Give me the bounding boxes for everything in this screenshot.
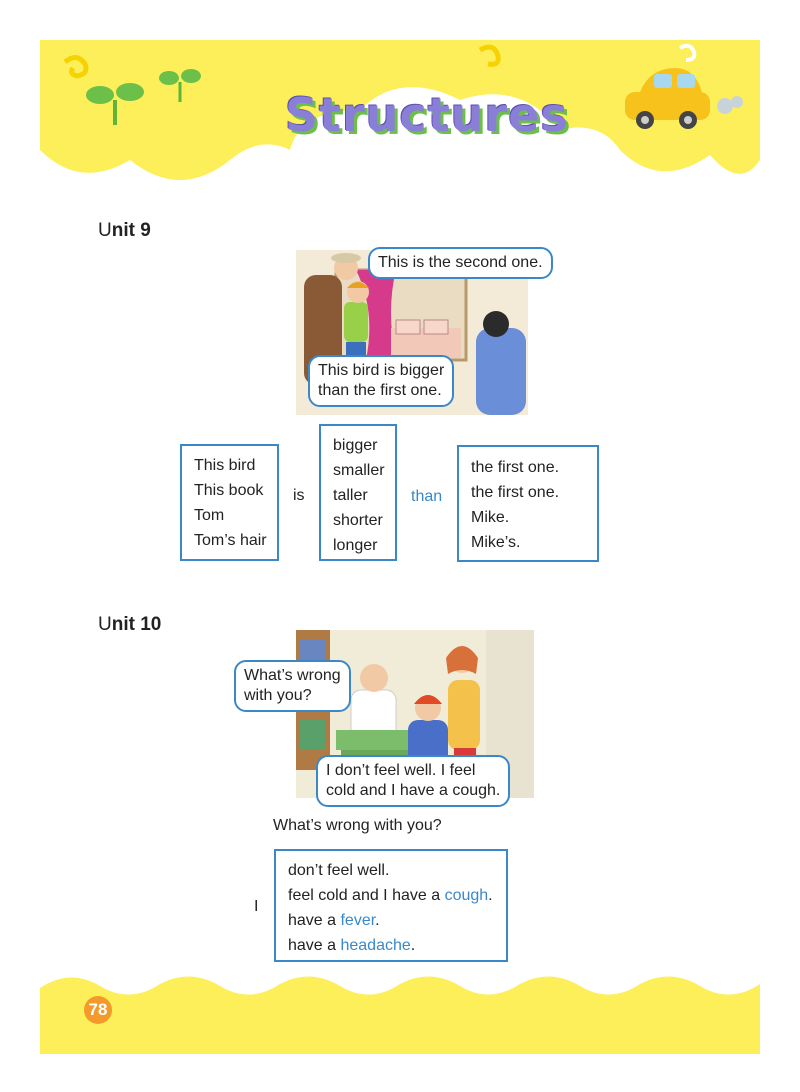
page-number-badge: 78 <box>84 996 112 1024</box>
unit-9-subject-box: This bird This book Tom Tom’s hair <box>180 444 279 561</box>
footer-background <box>40 976 760 1054</box>
speech-bubble-dont-feel-well: I don’t feel well. I feel cold and I hav… <box>316 755 511 807</box>
unit-10-heading: Unit 10 <box>98 614 161 636</box>
unit-9-connector: than <box>411 488 443 505</box>
unit-10-initial: U <box>98 614 112 635</box>
speech-bubble-second-one: This is the second one. <box>368 247 553 279</box>
unit-9-heading: Unit 9 <box>98 220 151 242</box>
unit-9-rest: nit 9 <box>111 220 151 241</box>
unit-10-rest: nit 10 <box>111 614 162 635</box>
unit-10-subject: I <box>254 898 259 915</box>
answer-line-fever: have a fever. <box>288 912 380 929</box>
unit-9-initial: U <box>98 220 112 241</box>
speech-bubble-whats-wrong: What’s wrong with you? <box>234 660 351 712</box>
answer-line-headache: have a headache. <box>288 937 416 954</box>
unit-10-question: What’s wrong with you? <box>273 817 442 834</box>
footer-band <box>40 968 760 1054</box>
header-banner: Structures <box>40 40 760 200</box>
sprout-icon <box>86 83 144 125</box>
unit-9-verb: is <box>293 487 305 504</box>
answer-line-cough: feel cold and I have a cough. <box>288 887 493 904</box>
header-background <box>40 40 760 200</box>
speech-bubble-bigger: This bird is bigger than the first one. <box>308 355 455 407</box>
car-icon <box>625 68 743 129</box>
unit-9-comparative-box: bigger smaller taller shorter longer <box>319 424 397 561</box>
page-title: Structures <box>285 88 569 142</box>
unit-9-object-box: the first one. the first one. Mike. Mike… <box>457 445 599 562</box>
unit-10-answer-box: don’t feel well. feel cold and I have a … <box>274 849 508 962</box>
